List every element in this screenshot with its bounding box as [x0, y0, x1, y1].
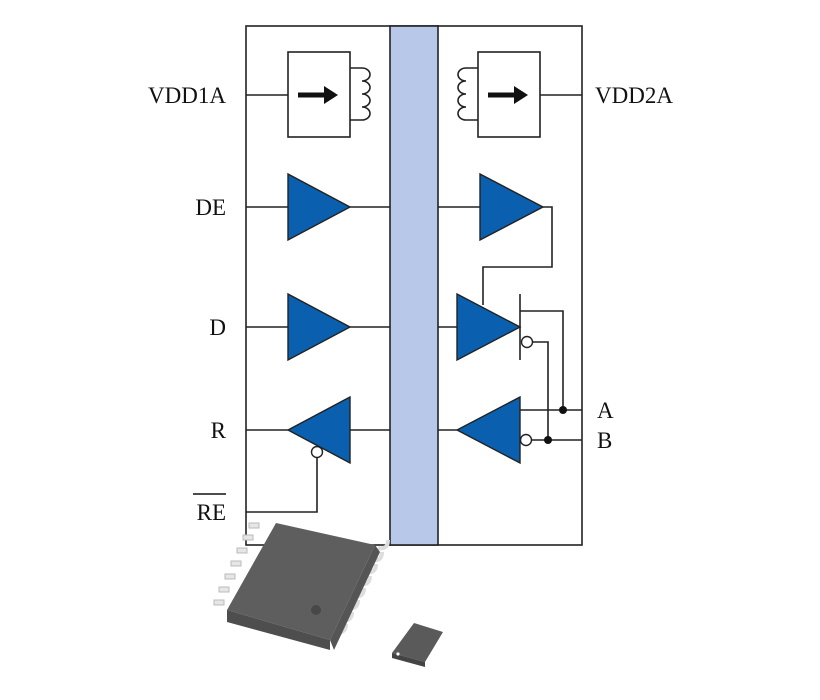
line-driver-icon — [456, 292, 522, 362]
soic-package-icon — [213, 522, 390, 650]
pin-label-r: R — [211, 418, 227, 443]
lga-package-icon — [392, 623, 443, 667]
pin-label-a: A — [597, 398, 614, 423]
re-enable-bubble-icon — [310, 445, 324, 459]
de-wires — [246, 206, 553, 305]
receiver-inverting-bubble-icon — [519, 433, 533, 447]
pin-label-vdd2a: VDD2A — [595, 83, 673, 108]
de-buffer-right-icon — [479, 172, 545, 242]
transformer-right-icon — [457, 51, 541, 138]
inverting-bubble-icon — [520, 335, 534, 349]
pin-label-de: DE — [195, 195, 226, 220]
isolation-barrier — [389, 25, 439, 546]
junction-b-icon — [544, 436, 552, 444]
pin-label-vdd1a: VDD1A — [148, 83, 226, 108]
line-receiver-icon — [455, 395, 521, 465]
transformer-left-icon — [287, 51, 371, 138]
pin-label-b: B — [597, 428, 612, 453]
pin-label-re: RE — [197, 500, 226, 525]
junction-a-icon — [559, 406, 567, 414]
pin-label-d: D — [209, 315, 226, 340]
d-buffer-left-icon — [287, 292, 352, 362]
r-wires — [246, 409, 582, 513]
de-buffer-left-icon — [287, 172, 352, 242]
